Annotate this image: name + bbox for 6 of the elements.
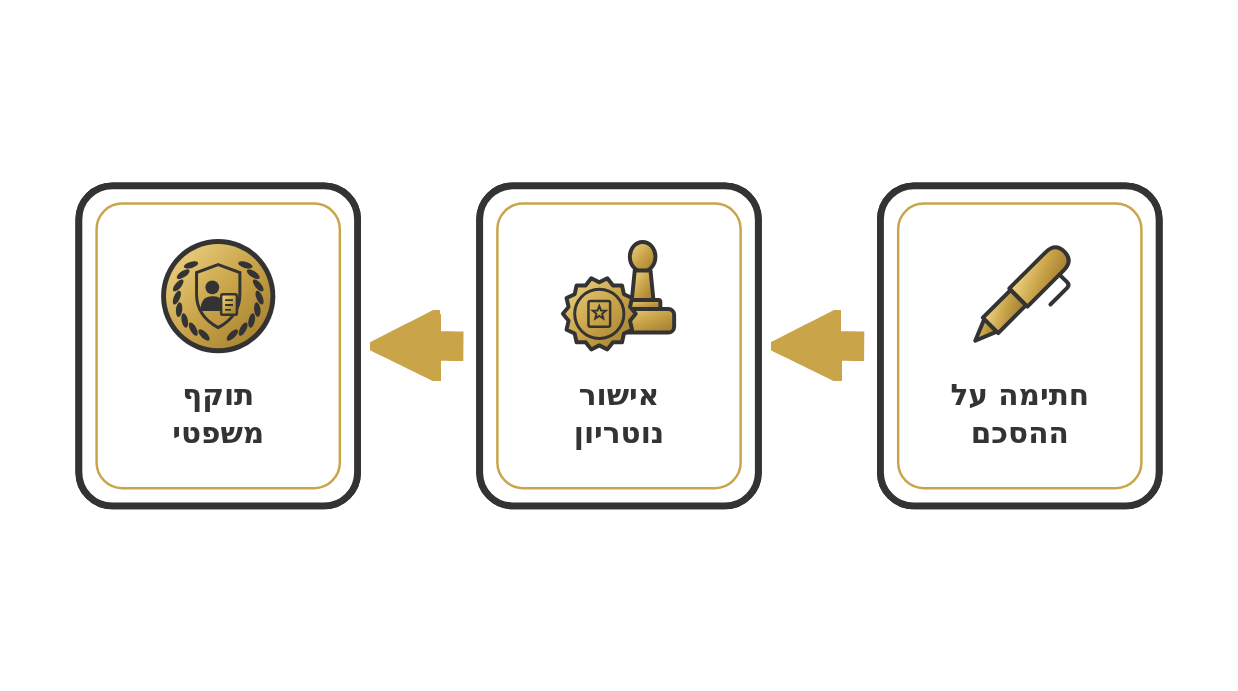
step-card (476, 182, 762, 509)
step-title: אישור נוטריון (572, 376, 666, 451)
step-title: תוקף משפטי (171, 376, 266, 451)
step-title: חתימה על ההסכם (949, 376, 1091, 451)
step-card (877, 182, 1163, 509)
step-card (75, 182, 361, 509)
